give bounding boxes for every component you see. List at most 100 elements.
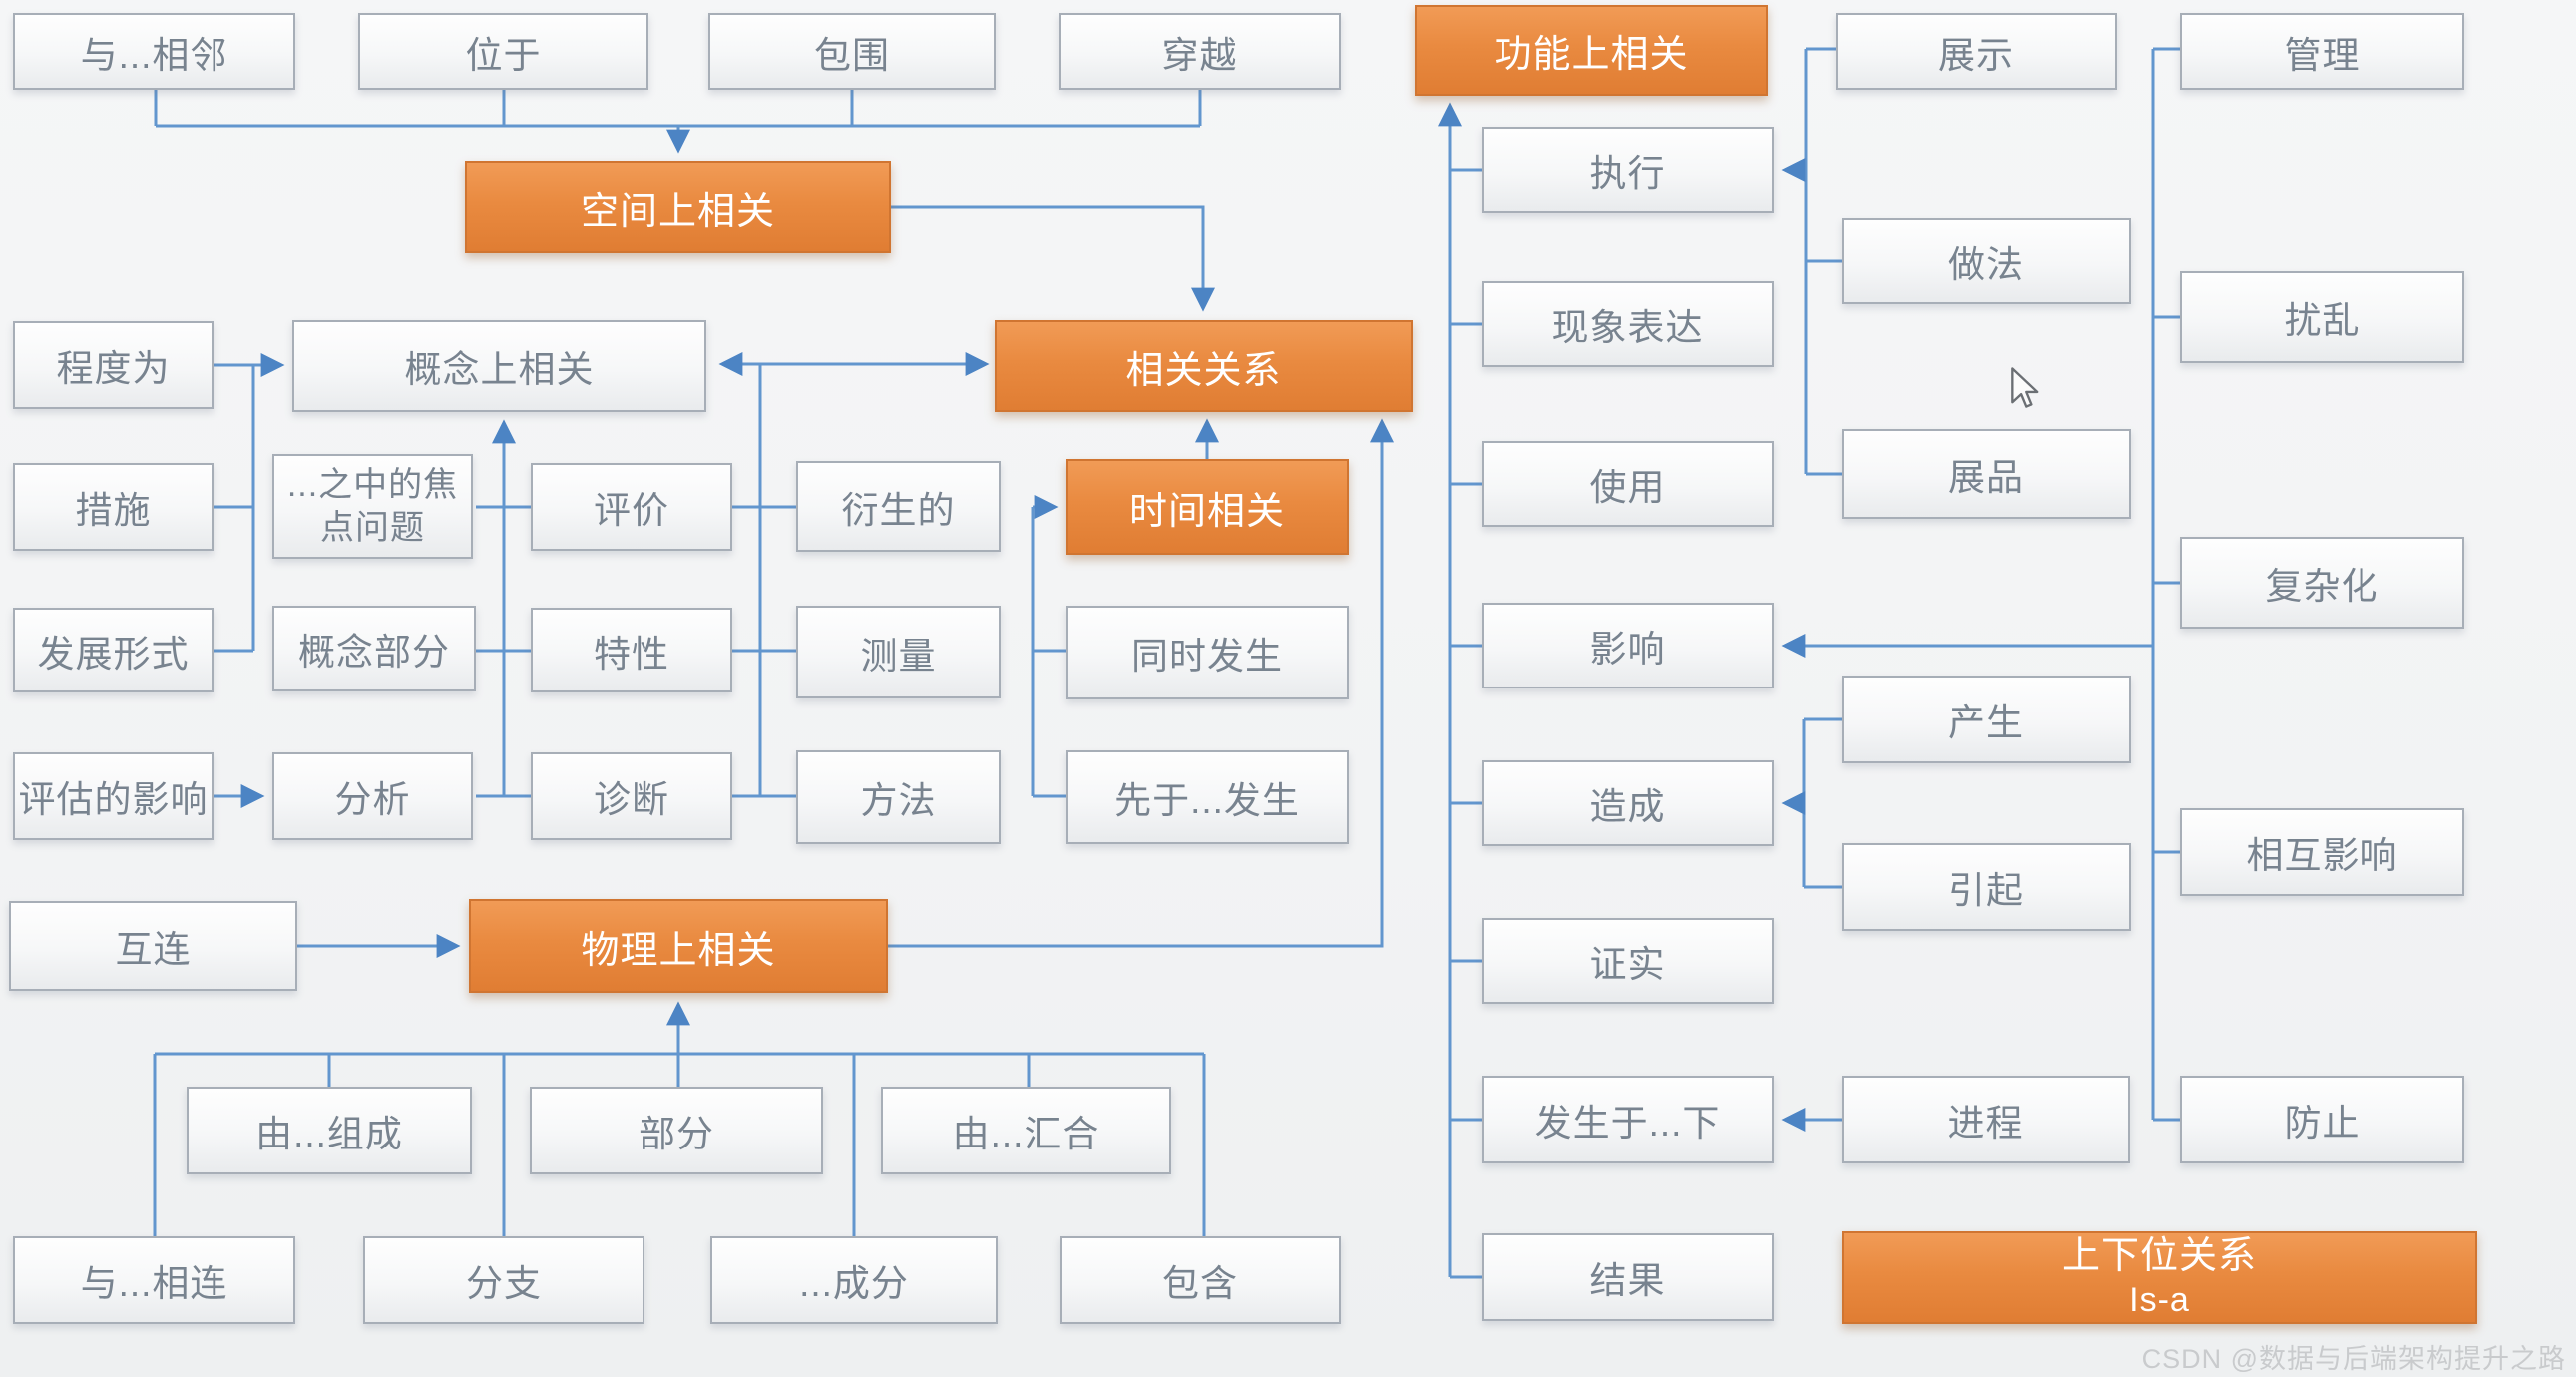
node-label: 使用: [1589, 467, 1666, 508]
node-label: 影响: [1589, 629, 1666, 670]
node-label: 评估的影响: [18, 779, 209, 820]
node-label: 评价: [594, 490, 669, 531]
node-focus-issue[interactable]: ...之中的焦点问题: [272, 454, 473, 559]
node-method[interactable]: 方法: [796, 750, 1001, 844]
node-sublabel: Is-a: [2129, 1280, 2190, 1319]
node-label: 发生于...下: [1534, 1103, 1721, 1144]
node-evaluate[interactable]: 评价: [531, 463, 732, 551]
node-exhibit[interactable]: 展品: [1842, 429, 2131, 519]
node-use[interactable]: 使用: [1482, 441, 1774, 527]
node-label: 措施: [75, 490, 152, 531]
node-traverse[interactable]: 穿越: [1059, 13, 1341, 90]
node-component[interactable]: ...成分: [710, 1236, 998, 1324]
node-functional-hub[interactable]: 功能上相关: [1415, 5, 1768, 96]
node-label: 进程: [1947, 1103, 2024, 1144]
node-surround[interactable]: 包围: [708, 13, 996, 90]
node-label: 证实: [1589, 944, 1666, 985]
node-label: ...成分: [799, 1263, 909, 1304]
node-composed-of[interactable]: 由...组成: [187, 1087, 472, 1174]
csdn-watermark: CSDN @数据与后端架构提升之路: [2141, 1344, 2566, 1374]
node-label: 先于...发生: [1114, 780, 1300, 821]
node-contain[interactable]: 包含: [1060, 1236, 1341, 1324]
node-connected-to[interactable]: 与...相连: [13, 1236, 295, 1324]
node-located-at[interactable]: 位于: [358, 13, 648, 90]
node-degree[interactable]: 程度为: [13, 321, 214, 409]
node-measurement[interactable]: 测量: [796, 606, 1001, 698]
node-practice[interactable]: 做法: [1842, 218, 2131, 304]
node-spatial-hub[interactable]: 空间上相关: [465, 161, 891, 253]
node-complexify[interactable]: 复杂化: [2180, 537, 2464, 629]
node-diagnose[interactable]: 诊断: [531, 752, 732, 840]
node-trigger[interactable]: 引起: [1842, 843, 2131, 931]
node-interconnect[interactable]: 互连: [9, 901, 297, 991]
node-physical-hub[interactable]: 物理上相关: [469, 899, 888, 993]
node-conceptual[interactable]: 概念上相关: [292, 320, 706, 412]
node-related-hub[interactable]: 相关关系: [995, 320, 1413, 412]
node-label: 特性: [594, 633, 669, 675]
node-label: 功能上相关: [1494, 34, 1689, 76]
node-label: 管理: [2284, 34, 2361, 76]
node-label: 扰乱: [2284, 300, 2361, 341]
node-label: ...之中的焦点问题: [286, 466, 459, 547]
node-label: 与...相连: [80, 1263, 228, 1304]
node-label: 结果: [1589, 1260, 1666, 1301]
node-manage[interactable]: 管理: [2180, 13, 2464, 90]
node-label: 相关关系: [1125, 349, 1282, 392]
node-label: 分支: [466, 1263, 542, 1304]
node-process[interactable]: 进程: [1842, 1076, 2130, 1163]
node-develop-form[interactable]: 发展形式: [13, 608, 214, 692]
node-characteristic[interactable]: 特性: [531, 608, 732, 692]
node-converge[interactable]: 由...汇合: [881, 1087, 1171, 1174]
node-label: 由...组成: [255, 1114, 403, 1154]
node-mutual-influence[interactable]: 相互影响: [2180, 808, 2464, 896]
node-label: 衍生的: [841, 489, 956, 531]
node-label: 做法: [1948, 243, 2024, 285]
node-label: 防止: [2284, 1103, 2361, 1144]
node-phenomenon[interactable]: 现象表达: [1482, 281, 1774, 367]
node-hyponymy-hub[interactable]: 上下位关系 Is-a: [1842, 1231, 2477, 1324]
node-label: 展示: [1938, 34, 2014, 76]
node-label: 包围: [814, 34, 890, 76]
mouse-cursor-icon: [2011, 367, 2039, 408]
node-label: 部分: [639, 1114, 714, 1154]
node-show[interactable]: 展示: [1836, 13, 2117, 90]
node-concept-part[interactable]: 概念部分: [272, 606, 476, 691]
node-result[interactable]: 结果: [1482, 1233, 1774, 1321]
node-derived[interactable]: 衍生的: [796, 461, 1001, 552]
node-label: 同时发生: [1131, 636, 1283, 677]
node-label: 相互影响: [2246, 835, 2398, 876]
node-part[interactable]: 部分: [530, 1087, 823, 1174]
node-adjacent[interactable]: 与...相邻: [13, 13, 295, 90]
node-label: 概念上相关: [404, 349, 595, 390]
node-label: 现象表达: [1551, 307, 1704, 348]
node-branch[interactable]: 分支: [363, 1236, 644, 1324]
node-execute[interactable]: 执行: [1482, 127, 1774, 213]
node-label: 互连: [115, 929, 192, 970]
node-cause[interactable]: 造成: [1482, 760, 1774, 846]
node-simultaneous[interactable]: 同时发生: [1066, 606, 1349, 699]
node-temporal-hub[interactable]: 时间相关: [1066, 459, 1349, 555]
node-label: 方法: [860, 780, 937, 821]
node-disturb[interactable]: 扰乱: [2180, 271, 2464, 363]
node-influence[interactable]: 影响: [1482, 603, 1774, 688]
node-label: 概念部分: [298, 632, 450, 673]
node-produce[interactable]: 产生: [1842, 676, 2131, 763]
node-label: 发展形式: [37, 633, 190, 675]
node-label: 诊断: [594, 779, 669, 820]
node-label: 分析: [334, 779, 411, 820]
node-confirm[interactable]: 证实: [1482, 918, 1774, 1004]
node-label: 测量: [860, 635, 937, 677]
node-label: 程度为: [56, 348, 171, 389]
node-occur-under[interactable]: 发生于...下: [1482, 1076, 1774, 1163]
node-label: 上下位关系: [2061, 1235, 2257, 1278]
node-precede[interactable]: 先于...发生: [1066, 750, 1349, 844]
node-analyze[interactable]: 分析: [272, 752, 473, 840]
node-label: 复杂化: [2265, 566, 2379, 607]
node-label: 位于: [465, 34, 542, 76]
node-measure-action[interactable]: 措施: [13, 463, 214, 551]
node-assess-impact[interactable]: 评估的影响: [13, 752, 214, 840]
node-label: 包含: [1162, 1263, 1238, 1304]
node-prevent[interactable]: 防止: [2180, 1076, 2464, 1163]
